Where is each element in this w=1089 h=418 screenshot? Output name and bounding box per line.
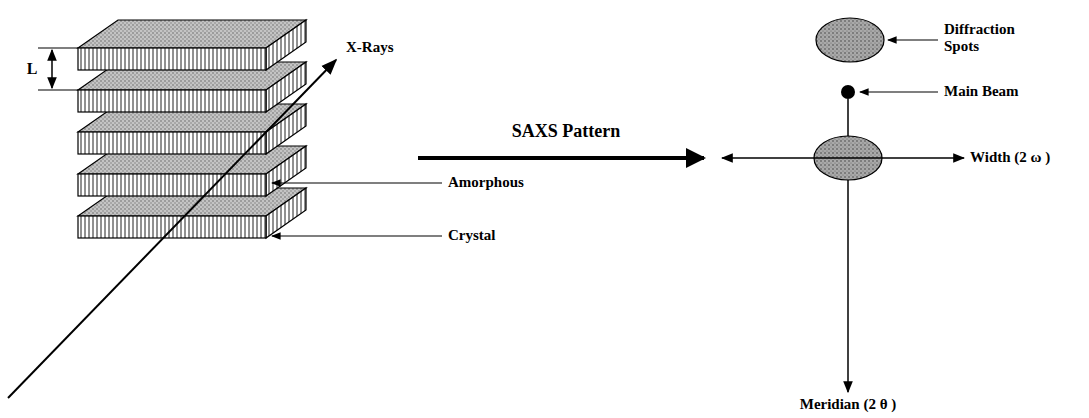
- axis-label: Width (2 ω ): [970, 149, 1050, 166]
- beam-label: X-Rays: [346, 39, 394, 56]
- saxs-pattern: [722, 18, 964, 392]
- callout-label: Diffraction Spots: [944, 21, 1034, 56]
- axis-label: Meridian (2 θ ): [800, 396, 897, 413]
- callout-label: Main Beam: [944, 83, 1019, 100]
- dimension-label: L: [27, 60, 38, 78]
- arrow-label: SAXS Pattern: [512, 121, 621, 142]
- xray-beam: [8, 60, 336, 398]
- amorphous-leader: [272, 182, 442, 183]
- crystal-leader: [272, 235, 442, 236]
- long-period-dimension: [38, 48, 78, 90]
- part-label: Amorphous: [448, 174, 524, 191]
- part-label: Crystal: [448, 227, 496, 244]
- transform-arrow: [418, 156, 704, 160]
- lamellar-stack: [78, 20, 306, 238]
